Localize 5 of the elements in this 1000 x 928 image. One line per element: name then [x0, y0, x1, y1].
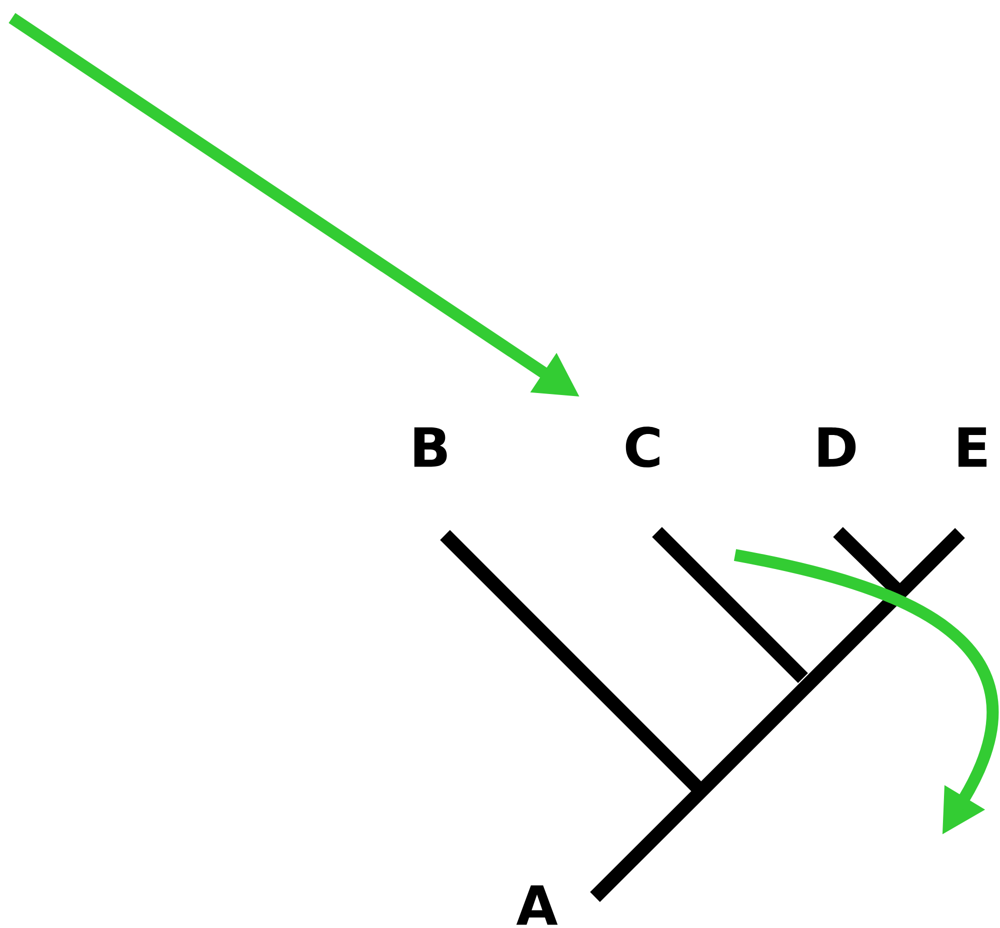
tip-label: C [626, 426, 660, 468]
tip-label: B [414, 427, 447, 467]
tip-label: D [818, 427, 856, 467]
tip-label: A [516, 885, 558, 925]
tip-label: E [958, 427, 986, 467]
